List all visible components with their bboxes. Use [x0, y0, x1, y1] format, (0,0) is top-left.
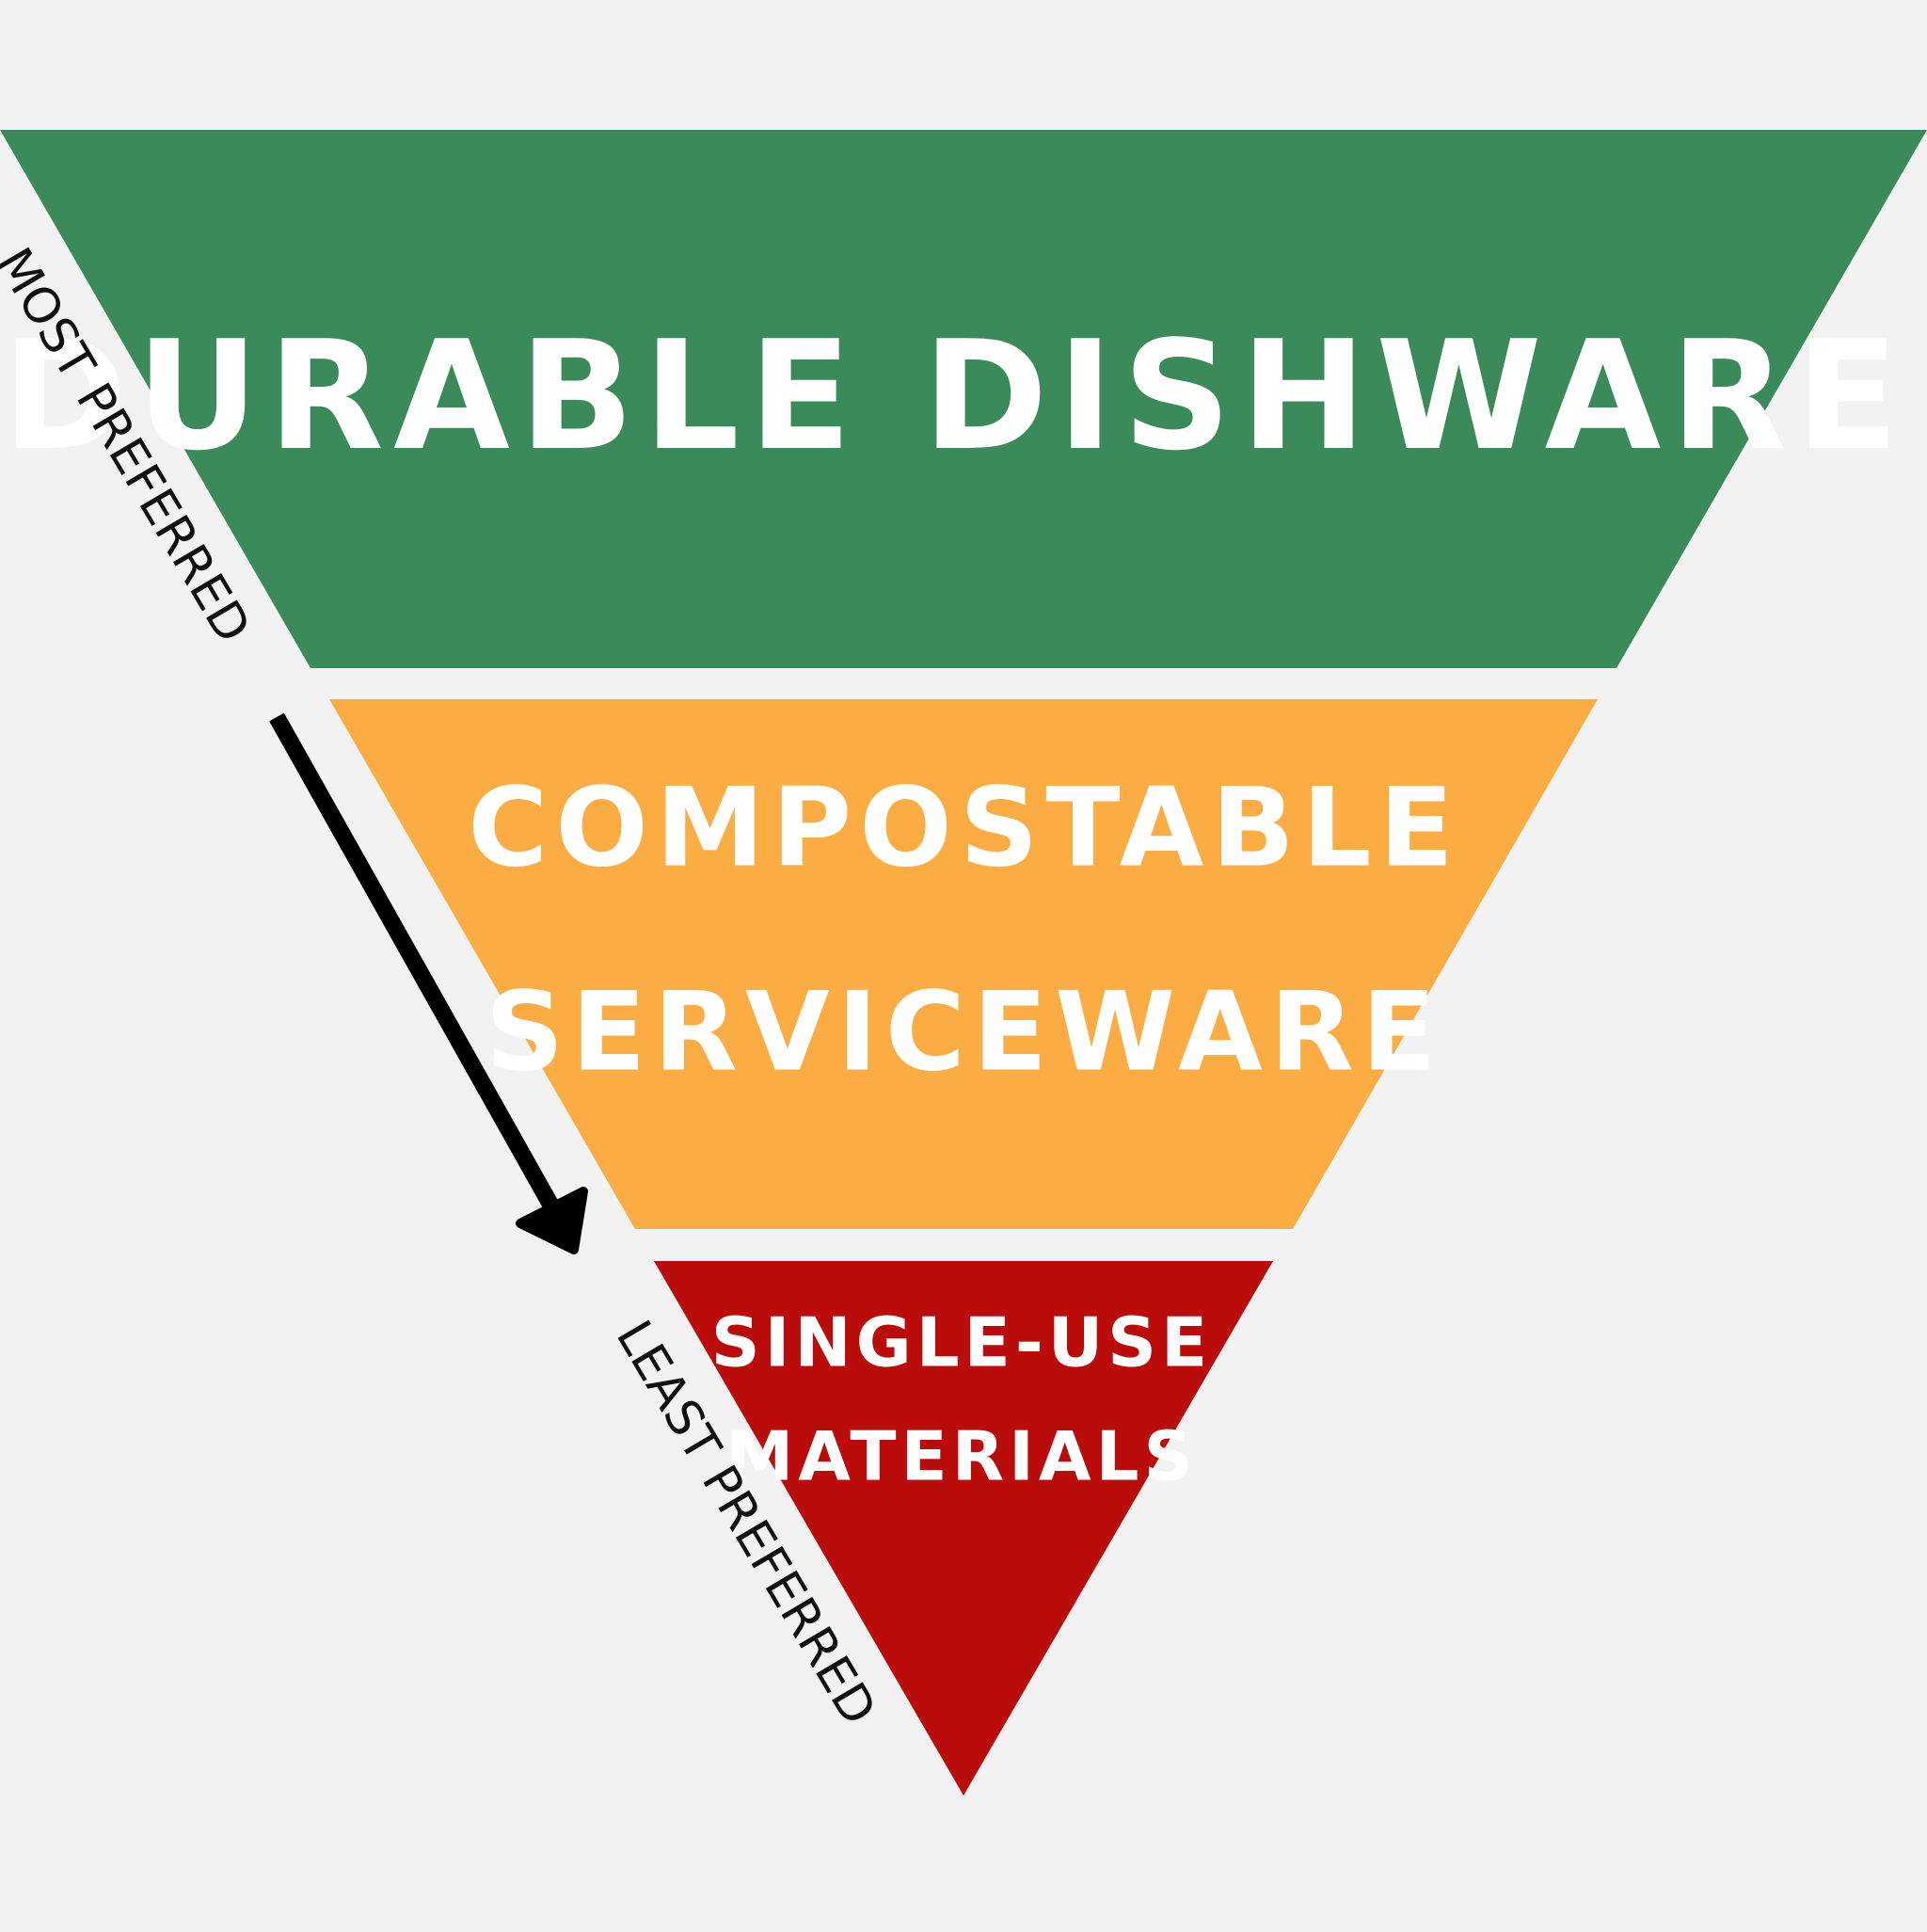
tier-durable-dishware-label: DURABLE DISHWARE [2, 308, 1908, 484]
tier-single-use-materials [654, 1261, 1273, 1796]
preference-arrow-shaft [269, 712, 561, 1214]
tier-compostable-serviceware [329, 699, 1598, 1229]
tier-serviceware-label-line2: SERVICEWARE [486, 969, 1444, 1096]
preference-arrow-head [516, 1187, 588, 1254]
tier-durable-dishware [0, 130, 1927, 668]
tier-compostable-label-line1: COMPOSTABLE [468, 765, 1461, 892]
tier-materials-label-line2: MATERIALS [726, 1417, 1198, 1496]
tier-single-use-label-line1: SINGLE-USE [711, 1303, 1212, 1382]
